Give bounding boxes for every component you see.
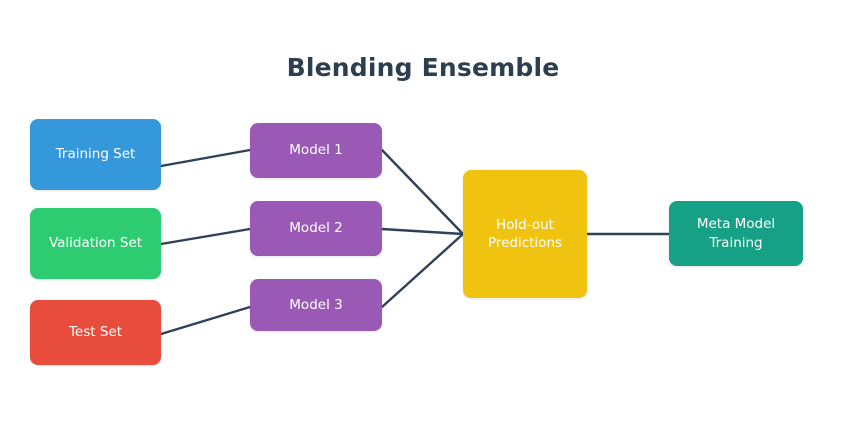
node-training-set-label: Training Set: [55, 146, 136, 163]
edge-model3-to-holdout: [380, 232, 465, 309]
page-title: Blending Ensemble: [286, 53, 560, 82]
node-model-2[interactable]: Model 2: [250, 201, 382, 256]
node-training-set[interactable]: Training Set: [30, 119, 161, 190]
node-test-set-label: Test Set: [68, 324, 123, 341]
node-model-1-label: Model 1: [289, 142, 343, 159]
edge-model1-to-holdout: [380, 148, 465, 236]
node-validation-set[interactable]: Validation Set: [30, 208, 161, 279]
node-model-1[interactable]: Model 1: [250, 123, 382, 178]
node-model-3-label: Model 3: [289, 296, 343, 313]
node-model-3[interactable]: Model 3: [250, 279, 382, 331]
edge-training-to-model1: [159, 148, 252, 168]
edge-validation-to-model2: [159, 227, 252, 246]
node-holdout-predictions-label: Hold-out Predictions: [487, 216, 563, 251]
node-meta-model-training[interactable]: Meta Model Training: [669, 201, 803, 266]
node-holdout-predictions[interactable]: Hold-out Predictions: [463, 170, 587, 298]
edge-model2-to-holdout: [380, 227, 465, 236]
node-meta-model-training-label: Meta Model Training: [696, 216, 776, 251]
node-test-set[interactable]: Test Set: [30, 300, 161, 365]
node-model-2-label: Model 2: [289, 220, 343, 237]
edge-test-to-model3: [159, 305, 252, 336]
node-validation-set-label: Validation Set: [48, 235, 143, 252]
